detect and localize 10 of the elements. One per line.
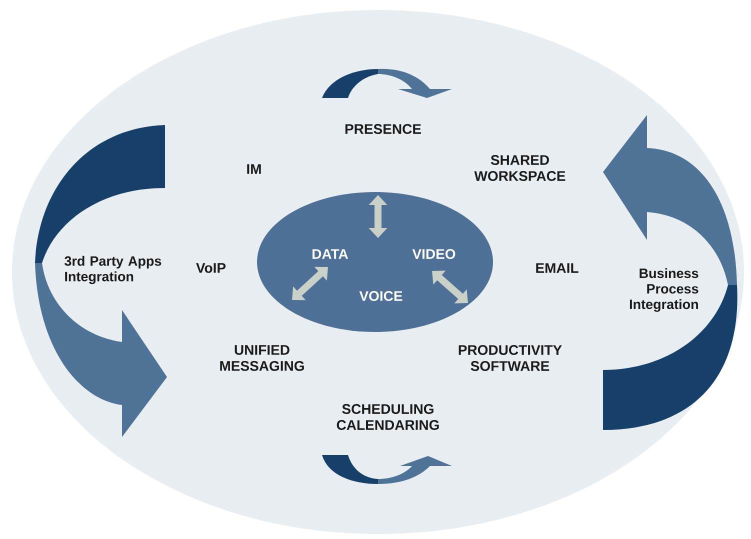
category-label: IM <box>247 164 261 174</box>
category-label: SHARED WORKSPACE <box>474 155 566 181</box>
category-label: 3rd Party Apps Integration <box>64 256 162 284</box>
category-label: EMAIL <box>536 263 578 273</box>
category-label: PRODUCTIVITY SOFTWARE <box>458 345 562 371</box>
category-label: VoIP <box>196 263 226 273</box>
category-label: UNIFIED MESSAGING <box>220 345 304 371</box>
category-label: SCHEDULING CALENDARING <box>336 404 439 430</box>
category-label: PRESENCE <box>345 124 421 134</box>
category-label: Business Process Integration <box>630 268 698 312</box>
